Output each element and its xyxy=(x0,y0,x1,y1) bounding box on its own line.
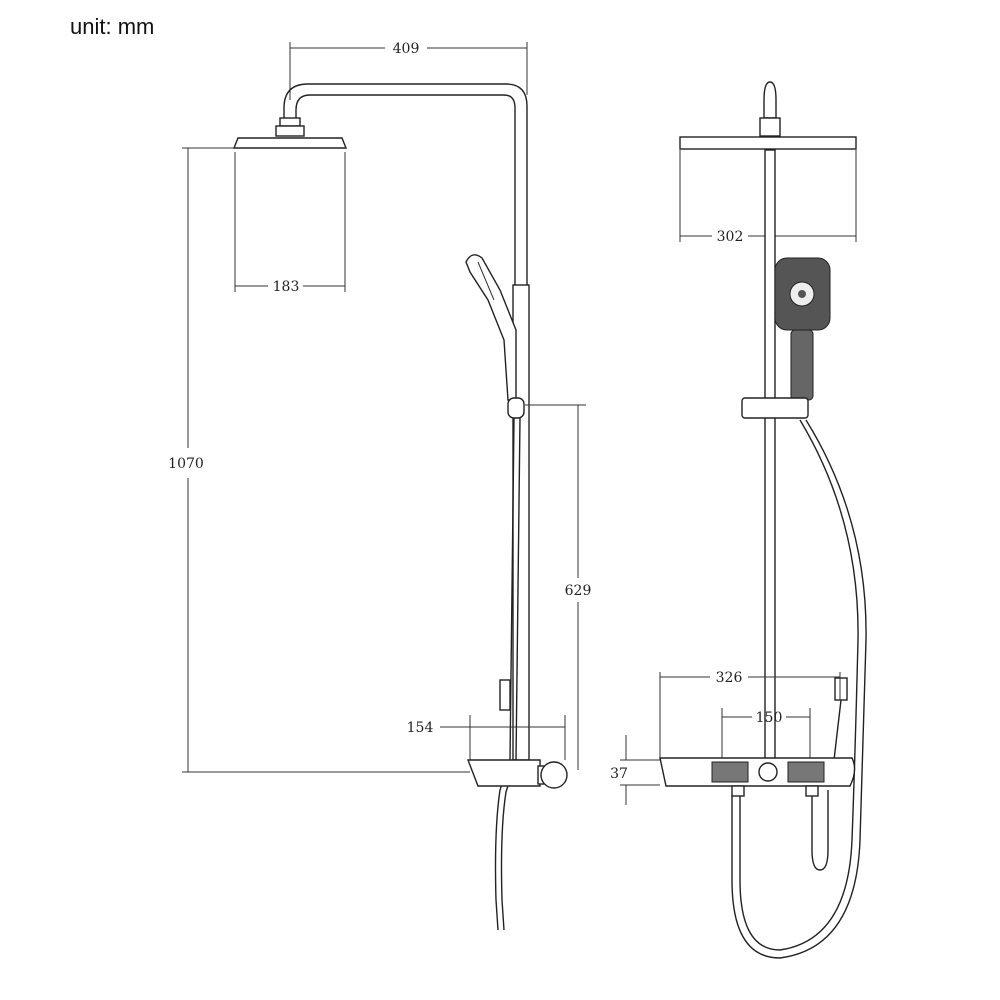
rain-shower-head xyxy=(679,136,857,150)
dimension-183: 183 xyxy=(234,152,346,295)
mixer-body xyxy=(466,759,541,787)
dimension-label: 629 xyxy=(565,583,592,599)
hose-outlet xyxy=(834,677,848,701)
head-connector xyxy=(279,117,301,127)
hose xyxy=(494,417,521,931)
side-view: 409 183 1070 xyxy=(168,41,592,931)
dimension-409: 409 xyxy=(289,41,528,100)
dimension-154: 154 xyxy=(407,715,566,760)
front-view: 302 326 xyxy=(610,81,867,959)
hose-outlet xyxy=(499,679,511,711)
mixer-body xyxy=(659,757,856,787)
dimension-37: 37 xyxy=(610,735,660,805)
top-connector xyxy=(763,81,777,119)
dimension-150: 150 xyxy=(721,708,811,760)
dimension-label: 302 xyxy=(717,229,744,245)
dimension-label: 150 xyxy=(756,710,783,726)
slider-bracket xyxy=(741,397,809,419)
dimension-629: 629 xyxy=(525,404,592,770)
dimension-label: 37 xyxy=(610,766,628,782)
center-knob xyxy=(758,762,778,782)
dimension-1070: 1070 xyxy=(168,147,470,773)
hand-shower xyxy=(465,254,517,401)
dimension-label: 183 xyxy=(273,279,300,295)
hand-shower-handle xyxy=(790,329,814,401)
head-nut xyxy=(759,117,781,137)
rain-shower-head xyxy=(232,137,348,149)
unit-label: unit: mm xyxy=(70,14,155,39)
dimension-label: 154 xyxy=(407,720,434,736)
hose xyxy=(731,419,867,959)
dimension-label: 1070 xyxy=(168,456,204,472)
shower-arm xyxy=(283,83,528,285)
slider-bracket xyxy=(507,397,525,419)
hose-lower xyxy=(811,790,829,871)
right-valve xyxy=(787,761,825,783)
mixer-knob xyxy=(540,761,568,789)
slide-rail xyxy=(764,149,776,761)
head-nut xyxy=(275,125,305,137)
dimension-302: 302 xyxy=(679,150,857,245)
dimension-label: 409 xyxy=(393,41,420,57)
dimension-326: 326 xyxy=(659,670,841,760)
dimension-label: 326 xyxy=(716,670,743,686)
right-inlet xyxy=(805,785,819,797)
left-inlet xyxy=(731,785,745,797)
left-valve xyxy=(711,761,749,783)
